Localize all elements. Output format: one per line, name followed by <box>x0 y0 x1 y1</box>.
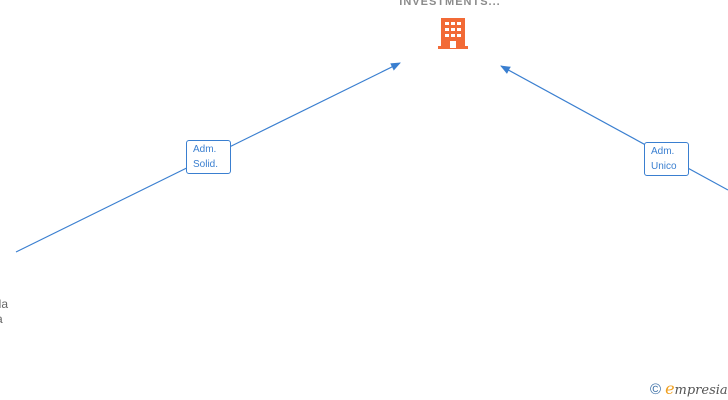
copyright-icon: © <box>650 381 662 398</box>
person-name[interactable]: lla a <box>0 297 8 327</box>
edge-label-line1: Adm. <box>651 146 675 157</box>
person-name-line1: lla <box>0 297 9 311</box>
logo-text: mpresia <box>674 383 728 398</box>
edge-label-line2: Unico <box>651 161 677 172</box>
company-name[interactable]: INVESTMENTS... <box>399 0 501 8</box>
edge-label-line1: Adm. <box>193 144 217 155</box>
brand-logo: ©empresia <box>650 379 728 398</box>
building-icon[interactable] <box>437 16 469 50</box>
logo-initial: e <box>665 379 675 398</box>
edge-label-adm-unico[interactable]: Adm. Unico <box>644 142 689 176</box>
edge-label-line2: Solid. <box>193 159 219 170</box>
edge-label-adm-solid[interactable]: Adm. Solid. <box>186 140 231 174</box>
edge-line-adm-unico <box>500 65 728 191</box>
person-name-line2: a <box>0 312 8 327</box>
